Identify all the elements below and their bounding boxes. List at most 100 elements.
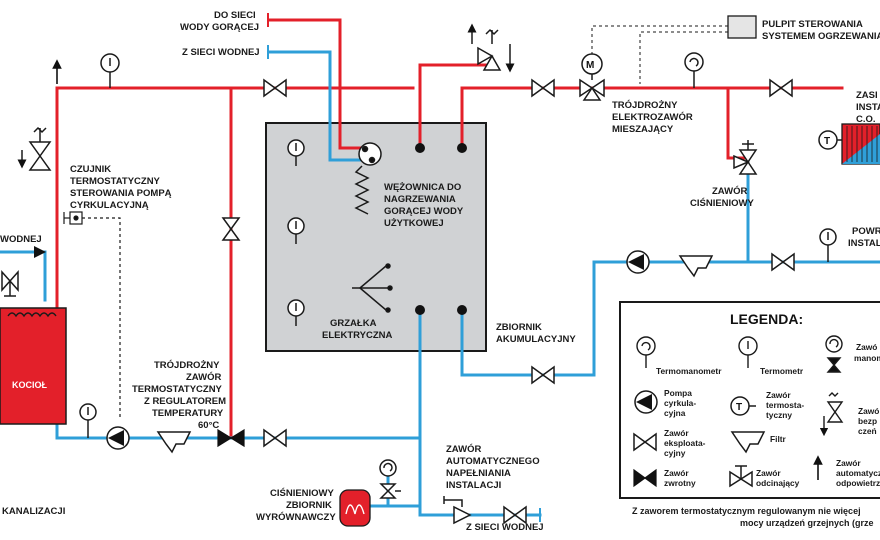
label-powr-2: INSTAL <box>848 238 880 249</box>
thermostatic-sensor <box>63 211 121 420</box>
label-mixing-1: TRÓJDROŻNY <box>612 99 678 111</box>
shutoff-valve-top <box>263 78 287 98</box>
label-mixing-2: ELEKTROZAWÓR <box>612 111 693 123</box>
pressure-valve <box>733 140 758 175</box>
safety-valve-top <box>467 23 515 73</box>
legend-filter-icon <box>730 431 766 454</box>
footnote-line-1: Z zaworem termostatycznym regulowanym ni… <box>632 506 861 516</box>
safety-valve-left <box>17 126 52 171</box>
label-auto-fill-1: ZAWÓR <box>446 443 481 455</box>
shutoff-valve-mid <box>531 78 555 98</box>
legend-pump-icon <box>634 390 658 414</box>
legend-manometer-2: manom <box>854 353 880 363</box>
legend-thermostatic-valve-icon <box>730 396 756 416</box>
label-tank-1: ZBIORNIK <box>496 322 542 333</box>
legend-safety-3: czeń <box>858 426 877 436</box>
label-czujnik-2: TERMOSTATYCZNY <box>70 176 161 187</box>
legend-title: LEGENDA: <box>730 311 803 327</box>
shutoff-valve-top-right <box>769 78 793 98</box>
label-z-sieci-bottom: Z SIECI WODNEJ <box>466 522 544 533</box>
shutoff-valve-vertical <box>221 217 241 241</box>
legend-manometer-valve-icon <box>825 335 843 373</box>
legend-shutoff-3: cyjny <box>664 448 686 458</box>
label-pulpit-2: SYSTEMEM OGRZEWANIA <box>762 31 880 42</box>
label-coil-3: GORĄCEJ WODY <box>384 206 464 217</box>
legend-thermostatic-letter: T <box>736 402 742 413</box>
legend-thermostatic-2: termosta- <box>766 400 804 410</box>
footnote-line-2: mocy urządzeń grzejnych (grze <box>740 518 874 528</box>
label-powr-1: POWR <box>852 226 880 237</box>
thermometer-bottom-left <box>79 403 97 438</box>
label-tank-2: AKUMULACYJNY <box>496 334 576 345</box>
legend-isolation-1: Zawór <box>756 468 781 478</box>
legend-thermometer: Termometr <box>760 366 804 376</box>
legend-thermostatic-1: Zawór <box>766 390 791 400</box>
legend-check-valve-icon <box>633 468 657 488</box>
label-thermo-valve-6: 60°C <box>198 420 219 431</box>
legend-pump-2: cyrkula- <box>664 398 696 408</box>
legend-check-1: Zawór <box>664 468 689 478</box>
shutoff-valve-right <box>771 252 795 272</box>
diagram-labels: DO SIECI WODY GORĄCEJ Z SIECI WODNEJ PUL… <box>0 10 880 533</box>
shutoff-valve-bottom <box>263 428 287 448</box>
boiler-label: KOCIOŁ <box>12 380 48 390</box>
thermometer-top-left <box>100 53 120 88</box>
label-coil-4: UŻYTKOWEJ <box>384 218 444 229</box>
label-pressure-valve-1: ZAWÓR <box>712 185 747 197</box>
label-heater-1: GRZAŁKA <box>330 318 377 329</box>
legend-shutoff-2: eksploata- <box>664 438 706 448</box>
label-do-sieci-1: DO SIECI <box>214 10 256 21</box>
label-z-sieci-top: Z SIECI WODNEJ <box>182 47 260 58</box>
legend-air-vent-1: Zawór <box>836 458 861 468</box>
legend-thermostatic-3: tyczny <box>766 410 792 420</box>
radiator: T <box>818 123 880 165</box>
label-pulpit-1: PULPIT STEROWANIA <box>762 19 863 30</box>
legend-filter: Filtr <box>770 434 787 444</box>
termomanometer-top <box>684 52 704 88</box>
legend-shutoff-valve-icon <box>633 432 657 452</box>
legend-isolation-2: odcinający <box>756 478 800 488</box>
legend-thermometer-icon <box>738 336 758 368</box>
label-expansion-3: WYRÓWNAWCZY <box>256 511 336 523</box>
label-pressure-valve-2: CIŚNIENIOWY <box>690 197 755 209</box>
label-do-sieci-2: WODY GORĄCEJ <box>180 22 259 33</box>
label-czujnik-3: STEROWANIA POMPĄ <box>70 188 172 199</box>
legend-check-2: zwrotny <box>664 478 696 488</box>
legend-termomanometer-icon <box>636 336 656 368</box>
label-auto-fill-4: INSTALACJI <box>446 480 501 491</box>
label-heater-2: ELEKTRYCZNA <box>322 330 393 341</box>
motor-letter: M <box>586 60 594 71</box>
filter-bottom <box>156 431 192 454</box>
label-auto-fill-3: NAPEŁNIANIA <box>446 468 511 479</box>
label-zasil-2: INSTA <box>856 102 880 113</box>
label-czujnik-1: CZUJNIK <box>70 164 111 175</box>
label-zasil-3: C.O. <box>856 114 876 125</box>
legend-box <box>619 301 880 499</box>
thermostatic-three-way-valve <box>217 428 245 448</box>
legend-termomanometer: Termomanometr <box>656 366 722 376</box>
legend-pump-1: Pompa <box>664 388 692 398</box>
label-thermo-valve-5: TEMPERATURY <box>152 408 224 419</box>
label-coil-2: NAGRZEWANIA <box>384 194 456 205</box>
expansion-tank <box>339 489 371 527</box>
control-panel-box <box>727 15 757 39</box>
label-zasil-1: ZASI <box>856 90 878 101</box>
three-way-mixing-valve <box>579 53 605 101</box>
thermometer-right <box>819 228 837 262</box>
legend-safety-valve-icon <box>819 392 844 437</box>
label-thermo-valve-1: TRÓJDROŻNY <box>154 359 220 371</box>
legend-shutoff-1: Zawór <box>664 428 689 438</box>
label-expansion-2: ZBIORNIK <box>286 500 332 511</box>
shutoff-valve-tank-outlet <box>531 365 555 385</box>
shutoff-valve-network <box>503 505 527 525</box>
manometer-valve <box>379 459 401 499</box>
filter-right <box>678 255 714 278</box>
legend-safety-1: Zawó <box>858 406 879 416</box>
tank-thermometers <box>287 139 305 326</box>
circulation-pump-right <box>626 250 650 274</box>
svg-text:T: T <box>824 136 830 147</box>
legend-pump-3: cyjna <box>664 408 686 418</box>
label-expansion-1: CIŚNIENIOWY <box>270 487 335 499</box>
heating-coil <box>354 142 382 215</box>
electric-heater <box>352 263 393 313</box>
